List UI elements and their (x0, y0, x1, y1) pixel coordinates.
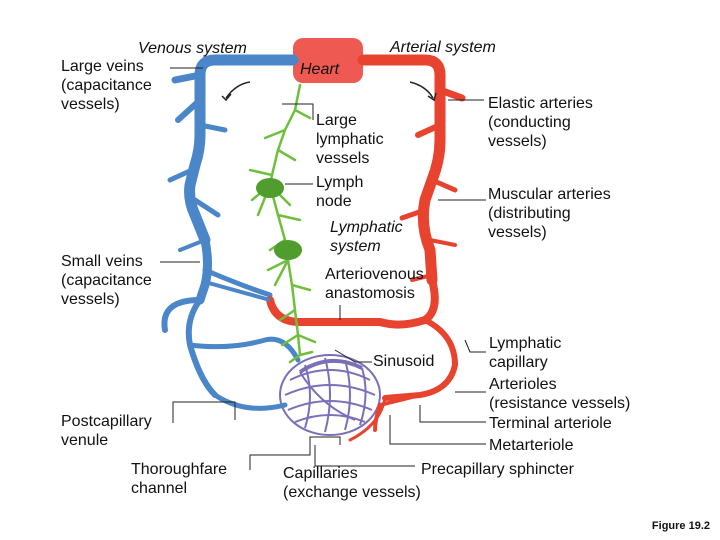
metarteriole-label: Metarteriole (489, 437, 574, 454)
muscular-arteries-label: Muscular arteries (distributing vessels) (488, 186, 611, 241)
small-veins-label: Small veins (capacitance vessels) (61, 253, 152, 308)
large-veins-label: Large veins (capacitance vessels) (61, 58, 152, 113)
arterial-system-label: Arterial system (390, 39, 496, 56)
arteriovenous-anastomosis-label: Arteriovenous anastomosis (325, 266, 424, 302)
precapillary-sphincter-label: Precapillary sphincter (421, 461, 574, 478)
postcapillary-venule-label: Postcapillary venule (61, 413, 152, 449)
lymphatic-capillary-label: Lymphatic capillary (489, 335, 562, 371)
figure-number: Figure 19.2 (651, 520, 710, 532)
lymph-node-upper (256, 178, 284, 198)
venous-tree (161, 54, 301, 411)
terminal-arteriole-label: Terminal arteriole (489, 415, 612, 432)
large-lymphatic-vessels-label: Large lymphatic vessels (316, 112, 384, 167)
lymph-node-lower (274, 240, 302, 260)
arterioles-label: Arterioles (resistance vessels) (489, 376, 631, 412)
heart (293, 38, 363, 83)
elastic-arteries-label: Elastic arteries (conducting vessels) (488, 95, 593, 150)
capillaries-label: Capillaries (exchange vessels) (283, 465, 421, 501)
sinusoid (298, 358, 363, 374)
capillary-bed (279, 354, 381, 436)
av-anastomosis-vessel (204, 280, 271, 302)
venous-system-label: Venous system (138, 40, 247, 57)
lymph-node-label: Lymph node (316, 174, 364, 210)
sinusoid-label: Sinusoid (373, 353, 435, 370)
leader-lines (160, 67, 486, 470)
lymphatic-tree (248, 83, 317, 364)
flow-arrows (221, 81, 437, 102)
arterial-tree (266, 54, 466, 442)
lymphatic-system-label: Lymphatic system (330, 219, 403, 255)
heart-label: Heart (300, 61, 340, 78)
thoroughfare-channel-label: Thoroughfare channel (131, 461, 228, 497)
